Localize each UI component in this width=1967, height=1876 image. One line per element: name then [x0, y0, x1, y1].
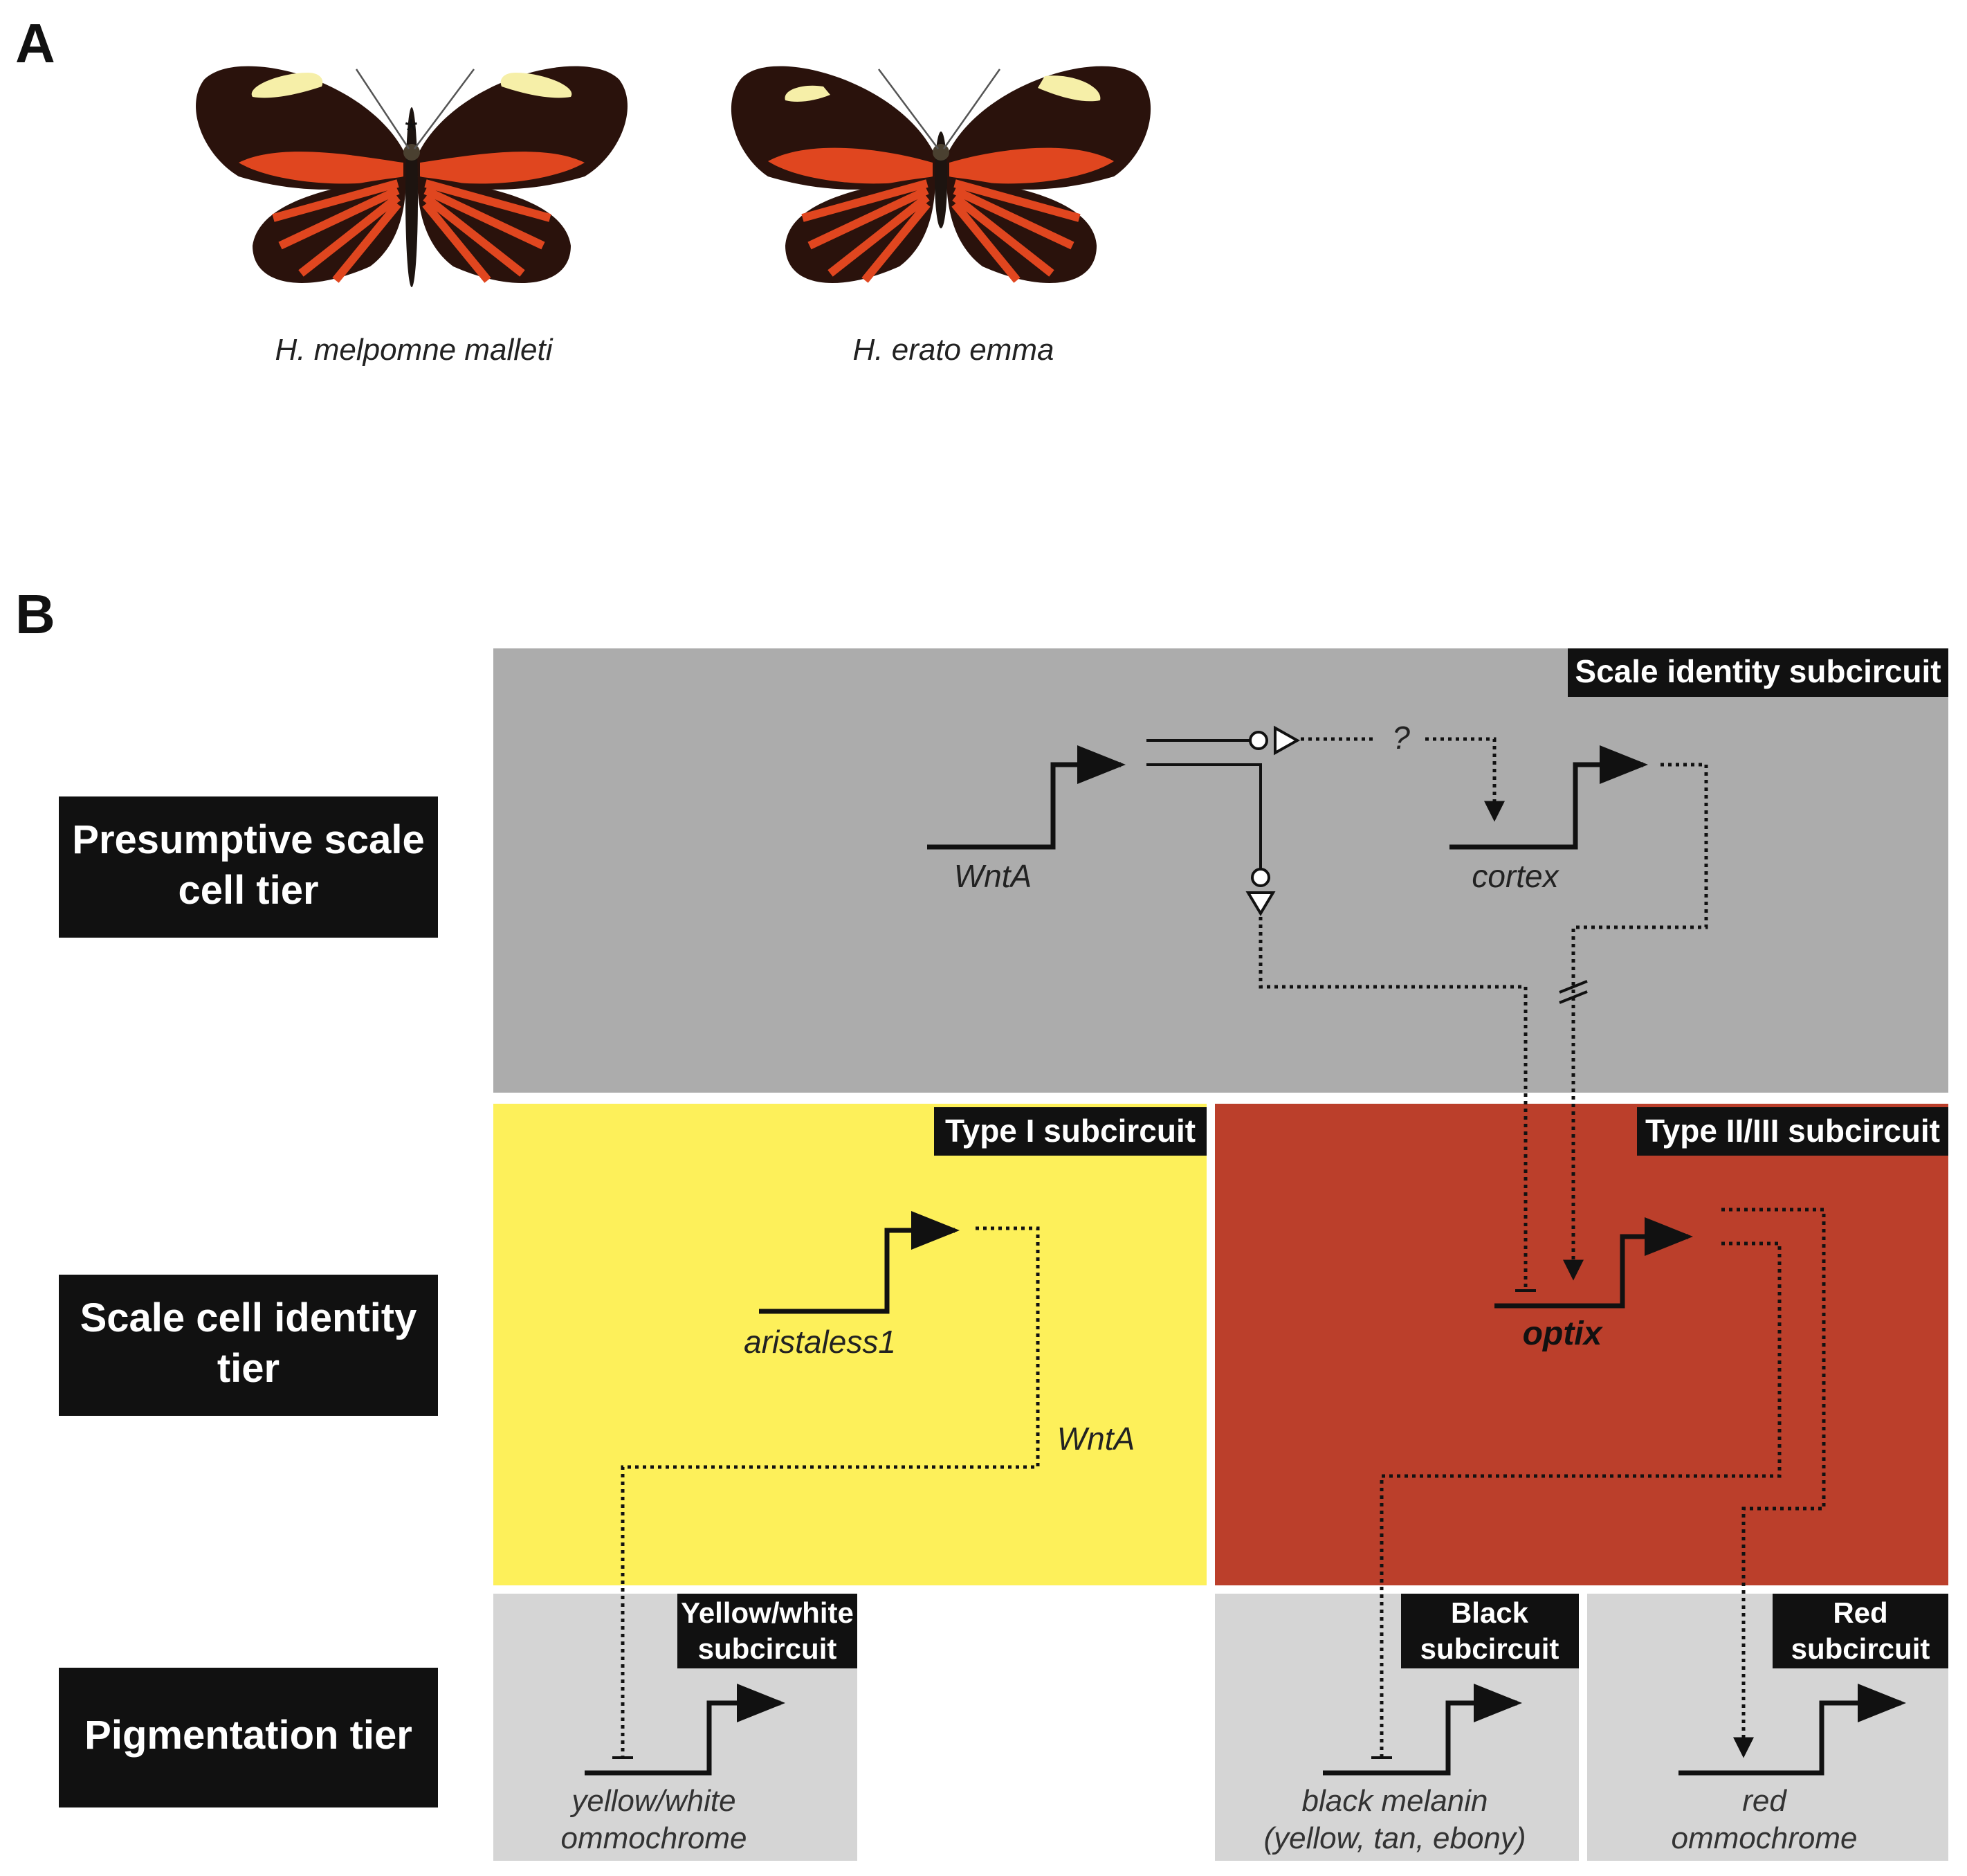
svg-text:Red: Red — [1833, 1596, 1887, 1629]
left-wings — [196, 66, 406, 283]
wnta-output-lower — [1146, 763, 1262, 868]
svg-text:Scale identity subcircuit: Scale identity subcircuit — [1575, 653, 1941, 689]
svg-text:subcircuit: subcircuit — [1791, 1632, 1930, 1665]
panel-a-label: A — [15, 12, 55, 74]
forewing-yellow-patch-left — [251, 73, 323, 98]
black-title: Black subcircuit — [1401, 1594, 1579, 1668]
right-wings — [417, 66, 628, 283]
forewing-red-band-right — [949, 147, 1114, 184]
antennae — [355, 69, 475, 149]
svg-text:Type I subcircuit: Type I subcircuit — [945, 1113, 1196, 1149]
hindwing-right — [417, 176, 571, 283]
type1-title: Type I subcircuit — [934, 1107, 1207, 1156]
type1-box — [493, 1104, 1207, 1585]
tier-pigmentation-line1: Pigmentation tier — [84, 1713, 412, 1758]
link-optix-red — [1721, 1208, 1826, 1758]
promoter-cortex — [1449, 745, 1648, 850]
yellow-white-title: Yellow/white subcircuit — [677, 1594, 857, 1668]
tier-pigmentation: Pigmentation tier — [59, 1668, 438, 1807]
tier-identity-line1: Scale cell identity — [80, 1295, 417, 1340]
gene-wnta-mid: WntA — [1057, 1421, 1135, 1457]
gene-optix: optix — [1523, 1315, 1604, 1352]
forewing-yellow-patch-right — [1038, 75, 1101, 102]
hindwing-rays-right — [422, 179, 551, 283]
forewing-red-band-right — [420, 152, 585, 184]
forewing-red-band-left — [768, 147, 933, 184]
link-question-cortex — [1425, 737, 1505, 822]
tier-identity-line2: tier — [217, 1346, 280, 1391]
butterfly-melpomene: * — [196, 66, 628, 287]
species-label-melpomene: H. melpomne malleti — [275, 333, 553, 367]
red-title: Red subcircuit — [1773, 1594, 1948, 1668]
forewing-yellow-patch-left — [785, 85, 830, 102]
tier-presumptive-line1: Presumptive scale — [72, 817, 424, 862]
promoter-aristaless — [759, 1211, 960, 1314]
promoter-wnta — [927, 745, 1126, 850]
tier-presumptive-line2: cell tier — [178, 868, 318, 913]
question-mark: ? — [1392, 720, 1410, 756]
svg-text:Black: Black — [1451, 1596, 1529, 1629]
break-mark-1 — [1559, 980, 1588, 994]
tier-presumptive: Presumptive scale cell tier — [59, 796, 438, 938]
type23-title: Type II/III subcircuit — [1637, 1107, 1948, 1156]
promoter-optix — [1494, 1217, 1693, 1309]
svg-text:subcircuit: subcircuit — [1420, 1632, 1559, 1665]
species-label-erato: H. erato emma — [853, 333, 1054, 367]
wnta-triangle-lower — [1245, 891, 1276, 916]
wnta-node-upper — [1249, 731, 1268, 750]
gene-cortex: cortex — [1472, 858, 1559, 894]
head — [933, 144, 949, 161]
pigment-black-line1: black melanin — [1301, 1784, 1488, 1818]
forewing-yellow-patch-right — [500, 73, 572, 98]
gene-aristaless: aristaless1 — [744, 1324, 896, 1360]
pigment-yellow-white-line1: yellow/white — [569, 1784, 735, 1818]
asterisk: * — [405, 113, 418, 149]
type23-box — [1215, 1104, 1948, 1585]
wnta-triangle-upper — [1274, 725, 1301, 756]
svg-text:Type II/III subcircuit: Type II/III subcircuit — [1645, 1113, 1940, 1149]
hindwing-rays-left — [801, 179, 931, 283]
tier-scale-cell-identity: Scale cell identity tier — [59, 1275, 438, 1416]
pigment-red-line1: red — [1742, 1784, 1787, 1818]
link-aristaless-yellow-white — [621, 1226, 1040, 1756]
promoter-black — [1323, 1684, 1522, 1776]
panel-b-label: B — [15, 583, 55, 645]
gene-wnta-top: WntA — [954, 858, 1032, 894]
forewing-red-band-left — [239, 152, 403, 184]
link-optix-black — [1380, 1241, 1782, 1756]
scale-identity-box — [493, 648, 1948, 1093]
promoter-yellow-white — [585, 1684, 785, 1776]
hindwing-left — [253, 176, 406, 283]
hindwing-rays-left — [272, 179, 401, 283]
promoter-red — [1678, 1684, 1906, 1776]
butterfly-erato — [731, 66, 1151, 283]
pigment-yellow-white-line2: ommochrome — [561, 1821, 747, 1855]
svg-text:Yellow/white: Yellow/white — [681, 1596, 854, 1629]
hindwing-rays-right — [951, 179, 1081, 283]
wnta-node-lower — [1251, 868, 1270, 887]
pigment-black-line2: (yellow, tan, ebony) — [1263, 1821, 1526, 1855]
antennae — [877, 69, 1001, 149]
link-cortex-optix — [1563, 763, 1708, 1281]
svg-text:subcircuit: subcircuit — [698, 1632, 837, 1665]
pigment-red-line2: ommochrome — [1672, 1821, 1858, 1855]
break-mark-2 — [1559, 990, 1588, 1004]
scale-identity-title: Scale identity subcircuit — [1568, 648, 1948, 697]
